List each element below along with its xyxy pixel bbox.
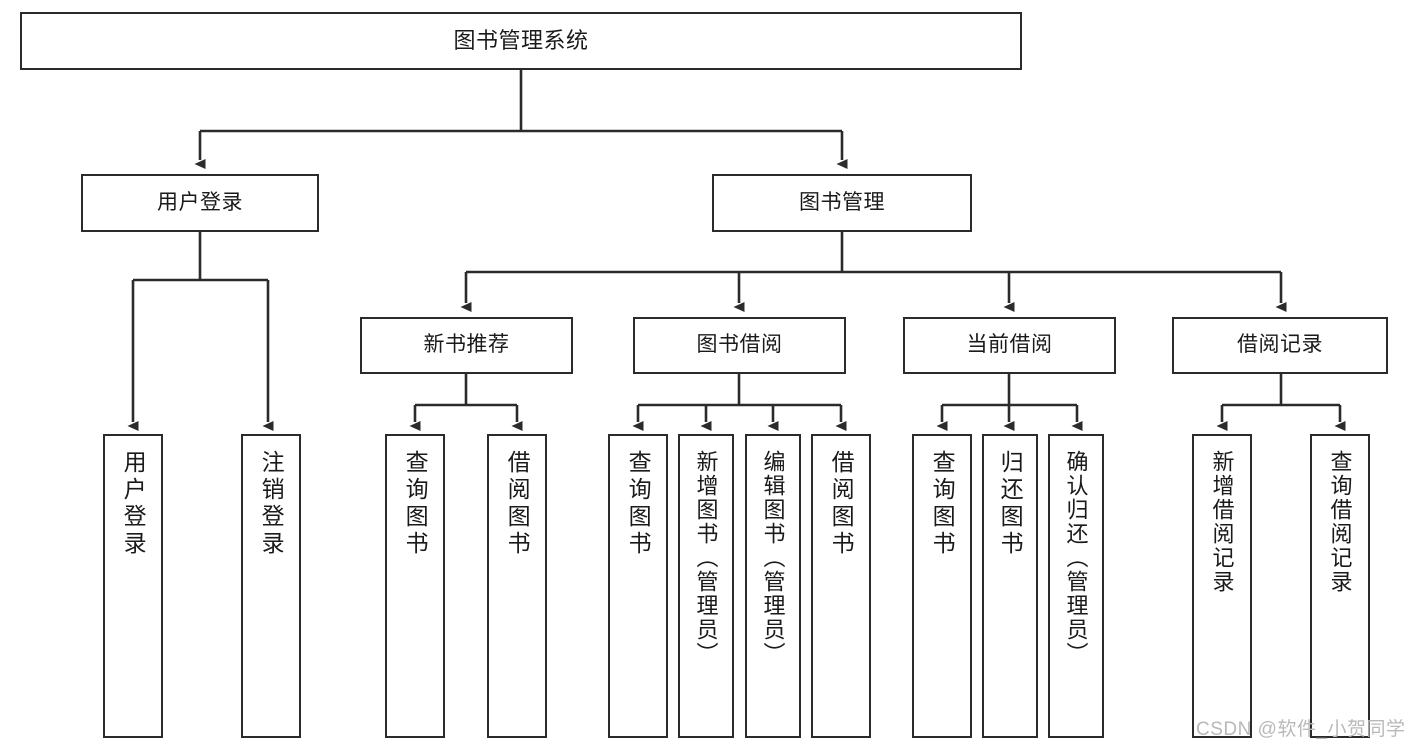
node-borrow-record-label: 借阅记录	[1237, 333, 1323, 357]
leaf-borrow-book-1-label: 借阅图书	[504, 450, 531, 558]
leaf-query-book-2[interactable]: 查询图书	[608, 434, 668, 738]
leaf-return-book-label: 归还图书	[997, 450, 1024, 558]
leaf-borrow-book-1[interactable]: 借阅图书	[487, 434, 547, 738]
node-user-login[interactable]: 用户登录	[81, 174, 319, 232]
node-book-borrow-label: 图书借阅	[696, 333, 783, 357]
leaf-add-book[interactable]: 新增图书（管理员）	[678, 434, 734, 738]
leaf-borrow-book-2-label: 借阅图书	[828, 450, 855, 558]
leaf-user-login[interactable]: 用户登录	[103, 434, 163, 738]
leaf-edit-book-label: 编辑图书（管理员）	[760, 450, 786, 666]
node-root-label: 图书管理系统	[453, 28, 589, 54]
leaf-logout-label: 注销登录	[258, 450, 285, 558]
node-current-borrow-label: 当前借阅	[966, 333, 1053, 357]
node-new-book-rec[interactable]: 新书推荐	[360, 317, 573, 374]
leaf-confirm-return-label: 确认归还（管理员）	[1063, 450, 1089, 666]
node-new-book-rec-label: 新书推荐	[423, 333, 510, 357]
leaf-query-record-label: 查询借阅记录	[1327, 450, 1353, 594]
node-current-borrow[interactable]: 当前借阅	[903, 317, 1116, 374]
csdn-watermark: CSDN @软件_小贺同学	[1196, 719, 1405, 740]
leaf-query-book-3-label: 查询图书	[929, 450, 956, 558]
leaf-user-login-label: 用户登录	[120, 450, 147, 558]
node-book-borrow[interactable]: 图书借阅	[633, 317, 846, 374]
leaf-add-record[interactable]: 新增借阅记录	[1192, 434, 1252, 738]
leaf-return-book[interactable]: 归还图书	[982, 434, 1038, 738]
leaf-query-book-1-label: 查询图书	[402, 450, 429, 558]
leaf-edit-book[interactable]: 编辑图书（管理员）	[745, 434, 801, 738]
leaf-logout[interactable]: 注销登录	[241, 434, 301, 738]
node-user-login-label: 用户登录	[157, 190, 243, 214]
leaf-borrow-book-2[interactable]: 借阅图书	[811, 434, 871, 738]
leaf-query-book-1[interactable]: 查询图书	[385, 434, 445, 738]
leaf-query-book-3[interactable]: 查询图书	[912, 434, 972, 738]
leaf-query-book-2-label: 查询图书	[625, 450, 652, 558]
node-root[interactable]: 图书管理系统	[20, 12, 1022, 70]
leaf-add-book-label: 新增图书（管理员）	[693, 450, 719, 666]
leaf-query-record[interactable]: 查询借阅记录	[1310, 434, 1370, 738]
leaf-confirm-return[interactable]: 确认归还（管理员）	[1048, 434, 1104, 738]
node-book-manage-label: 图书管理	[799, 190, 885, 214]
node-borrow-record[interactable]: 借阅记录	[1172, 317, 1388, 374]
leaf-add-record-label: 新增借阅记录	[1209, 450, 1235, 594]
node-book-manage[interactable]: 图书管理	[712, 174, 972, 232]
